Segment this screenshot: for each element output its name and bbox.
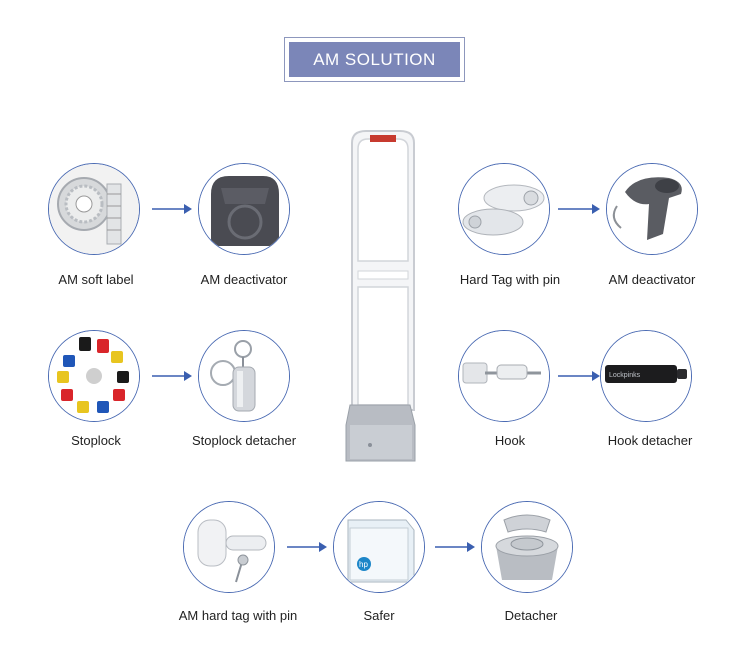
safer-label: Safer	[363, 608, 395, 623]
stoplock-image	[48, 330, 140, 422]
hook-detacher-image: Lockpinks	[600, 330, 692, 422]
hook-label: Hook	[494, 433, 526, 448]
am-hard-tag-image	[183, 501, 275, 593]
arrow-icon	[152, 203, 192, 215]
hard-tag-image	[458, 163, 550, 255]
am-security-gate-image	[330, 125, 430, 465]
arrow-icon	[287, 541, 327, 553]
arrow-icon	[152, 370, 192, 382]
arrow-icon	[558, 370, 600, 382]
title-frame: AM SOLUTION	[284, 37, 465, 82]
page-title: AM SOLUTION	[289, 42, 460, 77]
hook-detacher-label: Hook detacher	[607, 433, 693, 448]
am-deactivator-right-label: AM deactivator	[608, 272, 696, 287]
am-soft-label-label: AM soft label	[58, 272, 134, 287]
am-deactivator-label: AM deactivator	[200, 272, 288, 287]
hook-image	[458, 330, 550, 422]
arrow-icon	[435, 541, 475, 553]
detacher-label: Detacher	[504, 608, 558, 623]
stoplock-label: Stoplock	[71, 433, 121, 448]
keychain-detacher-image	[198, 330, 290, 422]
stoplock-detacher-label: Stoplock detacher	[191, 433, 297, 448]
hard-tag-with-pin-label: Hard Tag with pin	[459, 272, 561, 287]
label-roll-image	[48, 163, 140, 255]
safer-box-image: hp	[333, 501, 425, 593]
am-hard-tag-with-pin-label: AM hard tag with pin	[178, 608, 298, 623]
deactivator-pad-image	[198, 163, 290, 255]
safer-logo-text: hp	[359, 560, 368, 569]
deactivator-brand-text: Lockpinks	[609, 372, 641, 379]
handheld-deactivator-image	[606, 163, 698, 255]
arrow-icon	[558, 203, 600, 215]
detacher-image	[481, 501, 573, 593]
